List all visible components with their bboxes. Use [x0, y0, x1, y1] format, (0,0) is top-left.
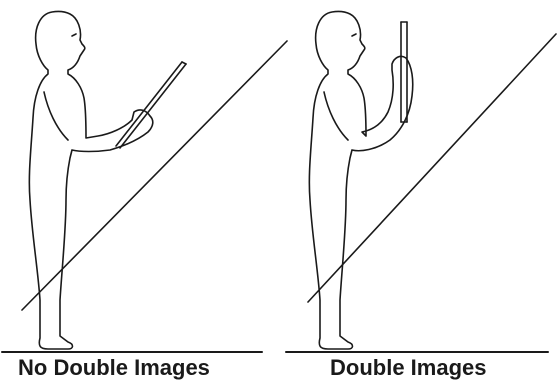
no-double-images-caption: No Double Images — [18, 357, 210, 379]
left-person-eye — [72, 34, 76, 36]
right-person-eye — [352, 34, 356, 36]
right-rod — [401, 22, 407, 122]
left-person-arm-line — [44, 92, 68, 140]
left-person-figure — [29, 11, 152, 349]
double-images-caption: Double Images — [330, 357, 486, 379]
right-person-arm-line — [324, 92, 348, 140]
right-sight-line — [308, 34, 556, 302]
left-rod — [116, 62, 186, 148]
left-panel — [2, 11, 287, 352]
right-person-figure — [309, 11, 412, 349]
right-panel — [286, 11, 556, 352]
